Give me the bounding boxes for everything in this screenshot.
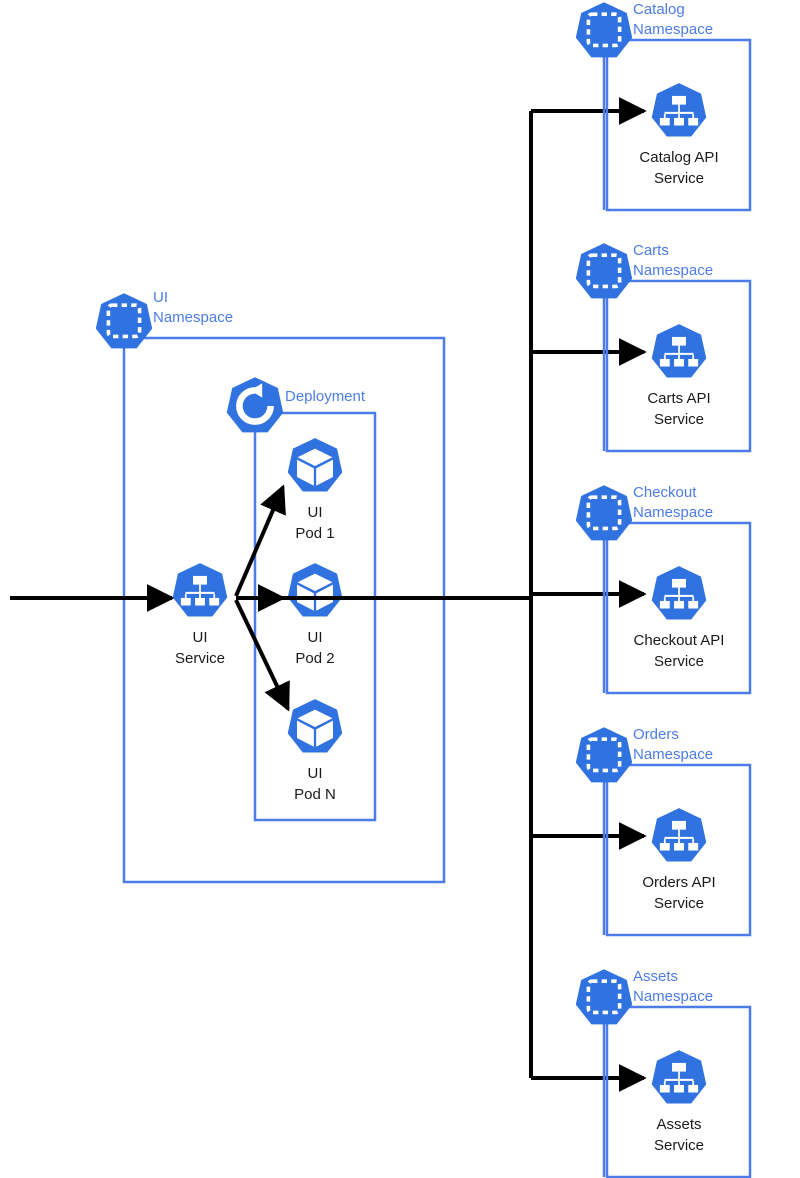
namespace-icon[interactable] [574,1,634,60]
service-to-podn-arrow [234,599,290,712]
assets-service-label: Assets Service [653,1116,705,1154]
namespace-box [605,38,752,212]
namespace-box [605,1005,752,1178]
service-icon[interactable] [651,566,707,620]
service-icon[interactable] [651,808,707,862]
service-icon[interactable] [651,1050,707,1104]
carts-api-service-label: Carts API Service [647,390,711,428]
namespace-icon[interactable] [94,292,154,351]
assets-namespace-label: Assets Namespace [633,968,714,1005]
orders-api-service-label: Orders API Service [642,874,716,912]
namespace-icon[interactable] [574,968,634,1027]
ui-service-label: UI Service [174,629,226,667]
carts-namespace-group [574,242,752,453]
namespace-box [605,763,752,937]
carts-namespace-label: Carts Namespace [633,242,714,279]
catalog-api-service-label: Catalog API Service [639,149,719,187]
ui-pod-1-label: UI Pod 1 [295,504,335,542]
service-icon[interactable] [651,83,707,137]
checkout-namespace-label: Checkout Namespace [633,484,714,521]
orders-namespace-group [574,726,752,937]
checkout-namespace-group [574,484,752,695]
catalog-namespace-label: Catalog Namespace [633,1,714,38]
namespace-icon[interactable] [574,242,634,301]
assets-namespace-group [574,968,752,1178]
service-to-pod1-arrow [234,484,286,597]
service-icon[interactable] [651,324,707,378]
checkout-api-service-label: Checkout API Service [633,632,725,670]
pod-icon[interactable] [287,438,343,492]
ui-pod-2-label: UI Pod 2 [295,629,335,667]
namespace-box [605,279,752,453]
ui-namespace-label: UI Namespace [153,289,234,326]
pod-icon[interactable] [287,563,343,617]
service-icon[interactable] [172,563,228,617]
deployment-label: Deployment [285,388,366,405]
deployment-icon[interactable] [227,377,283,432]
ui-namespace-group [10,292,446,884]
fanout-connections [236,97,647,1092]
orders-namespace-label: Orders Namespace [633,726,714,763]
ui-pod-n-label: UI Pod N [294,765,336,803]
namespace-icon[interactable] [574,484,634,543]
catalog-namespace-group [574,1,752,212]
namespace-box [605,521,752,695]
pod-icon[interactable] [287,699,343,753]
ui-namespace-box [122,336,446,884]
namespace-icon[interactable] [574,726,634,785]
deployment-box [253,411,377,822]
